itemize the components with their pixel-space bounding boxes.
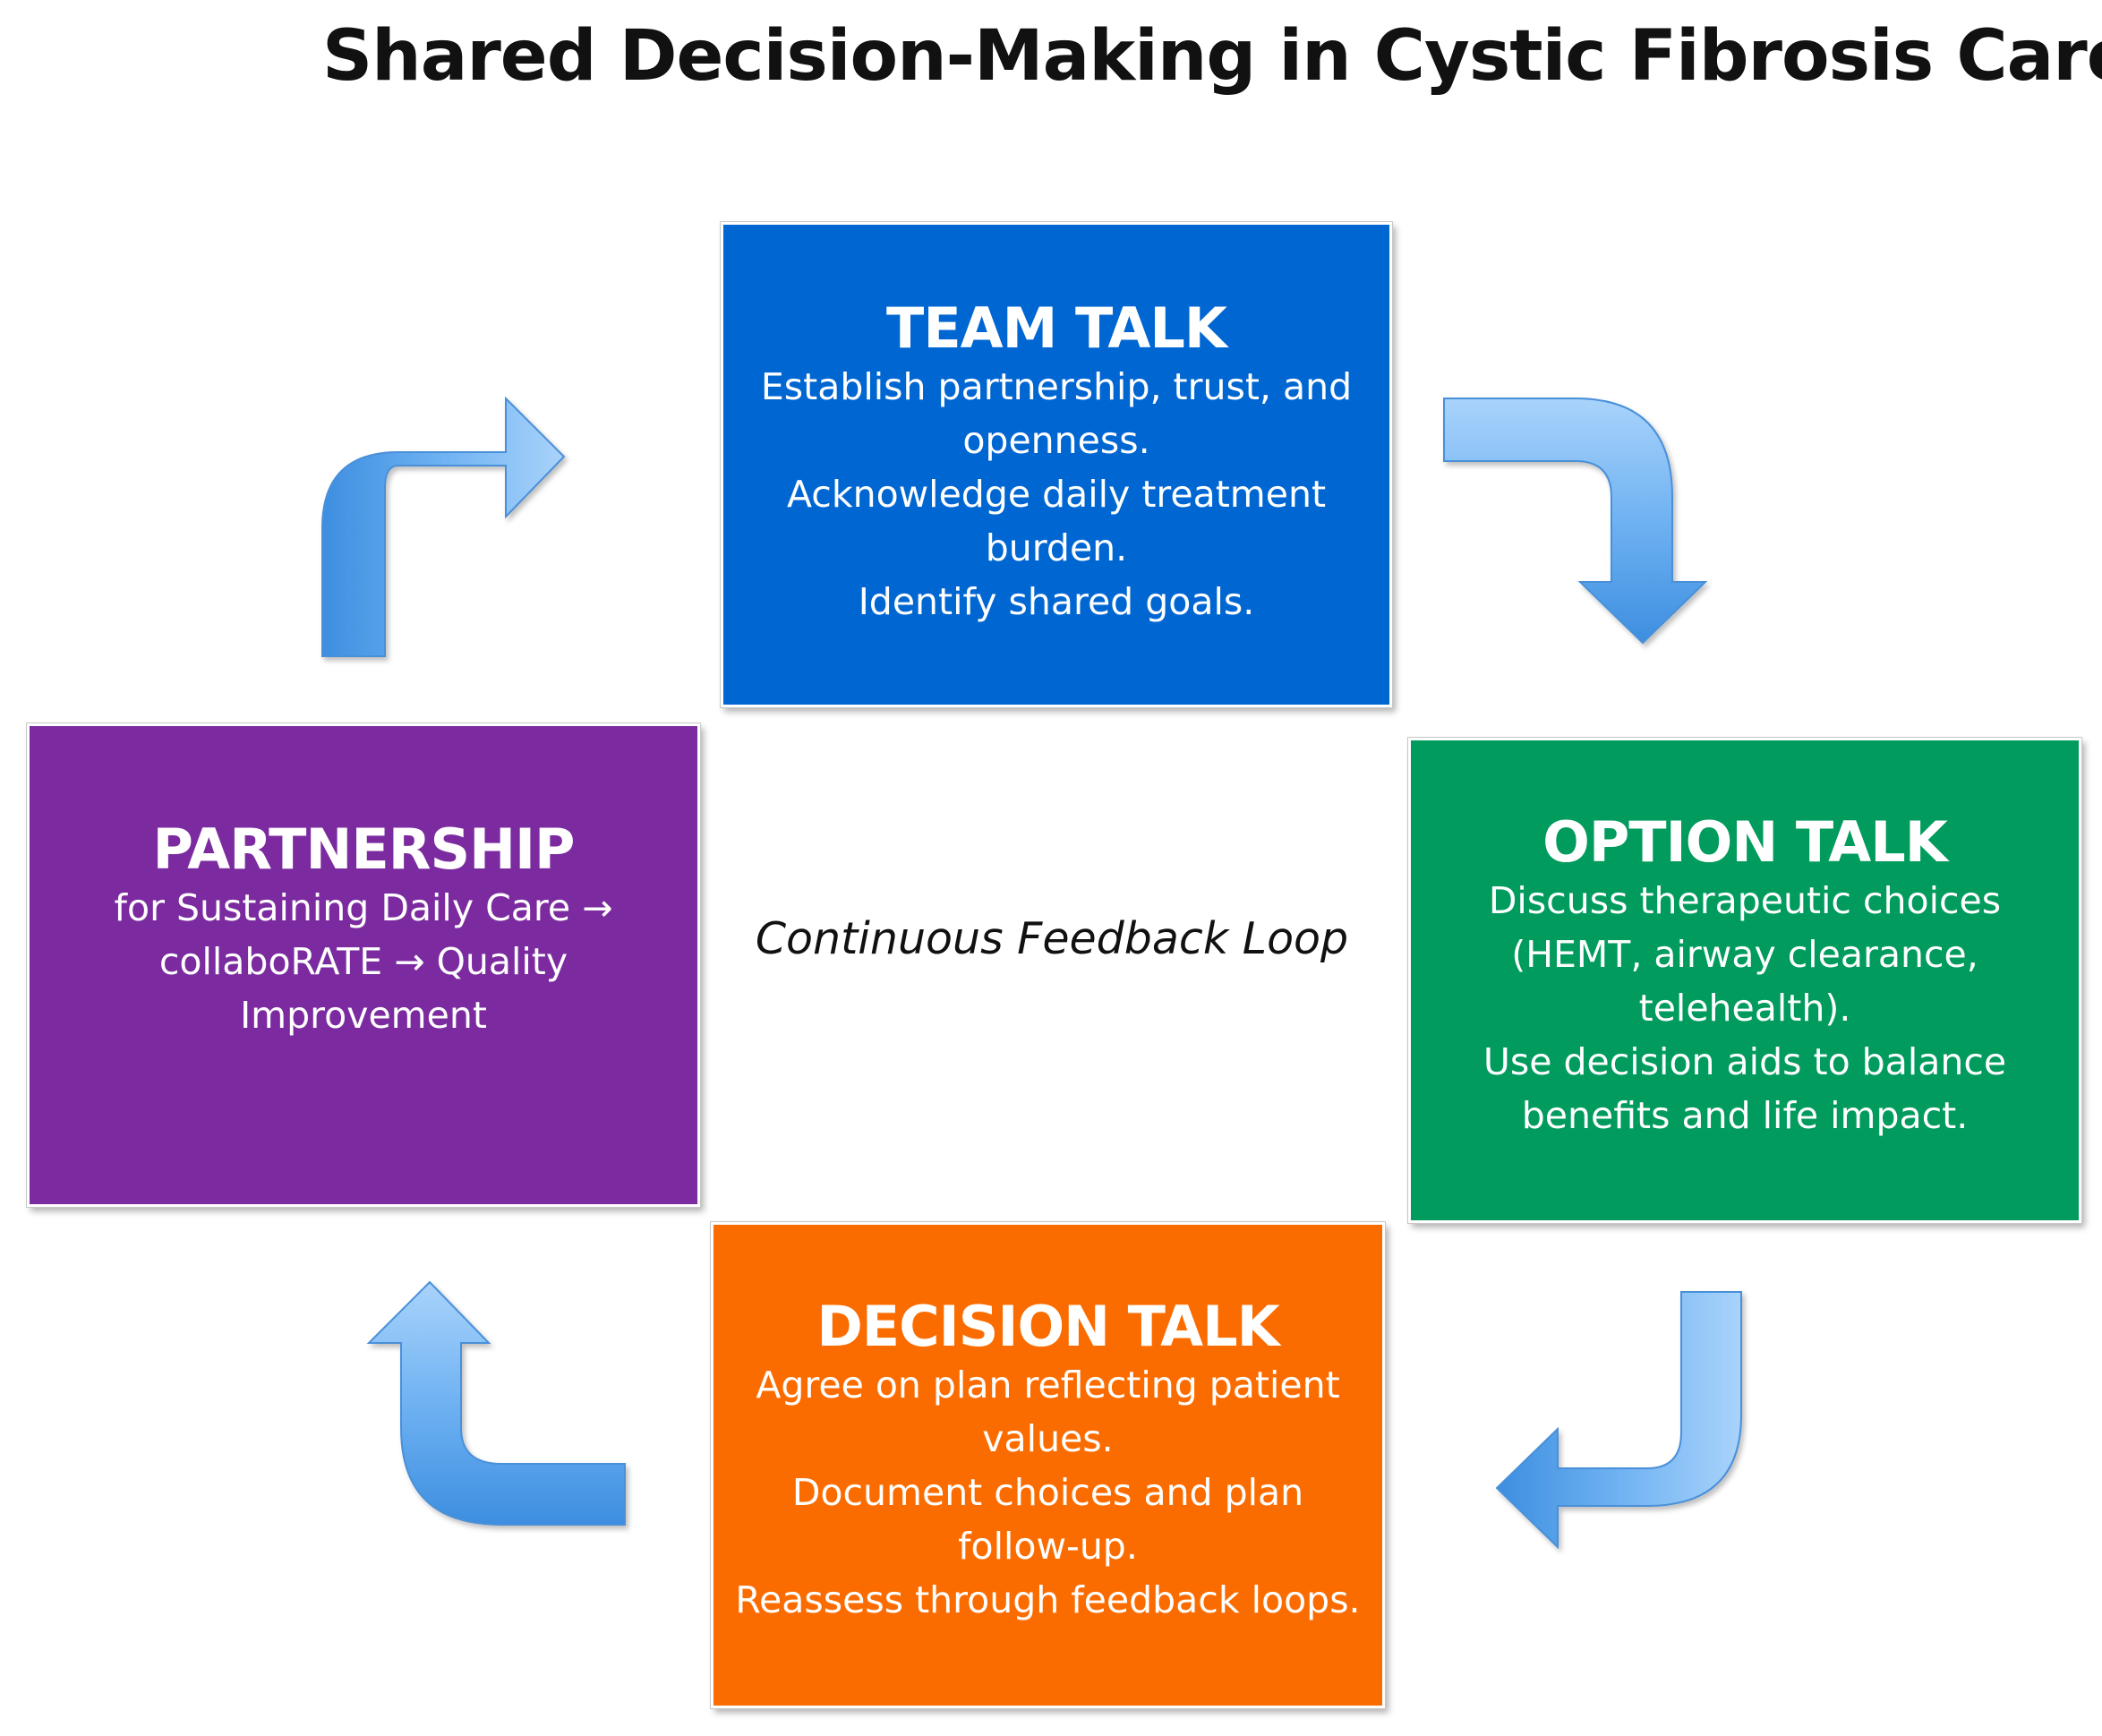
partnership-heading: PARTNERSHIP (152, 817, 575, 882)
arrow-partnership-to-team (321, 396, 566, 657)
decision-talk-line: values. (982, 1417, 1114, 1461)
team-talk-line: burden. (985, 526, 1128, 570)
diagram-title: Shared Decision-Making in Cystic Fibrosi… (322, 16, 2102, 97)
option-talk-line: telehealth). (1638, 987, 1851, 1030)
decision-talk-line: follow-up. (958, 1525, 1138, 1569)
arrow-team-to-option (1443, 398, 1708, 645)
arrow-option-to-decision (1495, 1291, 1742, 1550)
option-talk-box: OPTION TALK Discuss therapeutic choices … (1407, 737, 2082, 1224)
partnership-line: collaboRATE → Quality (158, 940, 568, 984)
decision-talk-line: Agree on plan reflecting patient (756, 1364, 1340, 1407)
decision-talk-line: Reassess through feedback loops. (735, 1578, 1361, 1622)
team-talk-line: openness. (962, 419, 1150, 463)
team-talk-line: Establish partnership, trust, and (760, 365, 1353, 409)
decision-talk-heading: DECISION TALK (816, 1294, 1279, 1359)
option-talk-line: benefits and life impact. (1521, 1094, 1969, 1138)
option-talk-heading: OPTION TALK (1542, 809, 1948, 875)
team-talk-line: Acknowledge daily treatment (786, 473, 1327, 517)
center-loop-label: Continuous Feedback Loop (755, 913, 1349, 964)
team-talk-heading: TEAM TALK (886, 295, 1227, 361)
arrow-decision-to-partnership (366, 1280, 626, 1526)
partnership-box: PARTNERSHIP for Sustaining Daily Care → … (26, 723, 701, 1208)
team-talk-box: TEAM TALK Establish partnership, trust, … (720, 221, 1393, 708)
option-talk-line: Discuss therapeutic choices (1488, 879, 2002, 923)
option-talk-line: (HEMT, airway clearance, (1511, 933, 1978, 977)
partnership-line: for Sustaining Daily Care → (114, 886, 613, 930)
team-talk-line: Identify shared goals. (858, 580, 1255, 624)
partnership-line: Improvement (240, 994, 487, 1038)
decision-talk-box: DECISION TALK Agree on plan reflecting p… (710, 1221, 1386, 1709)
decision-talk-line: Document choices and plan (791, 1471, 1304, 1515)
option-talk-line: Use decision aids to balance (1483, 1040, 2007, 1084)
